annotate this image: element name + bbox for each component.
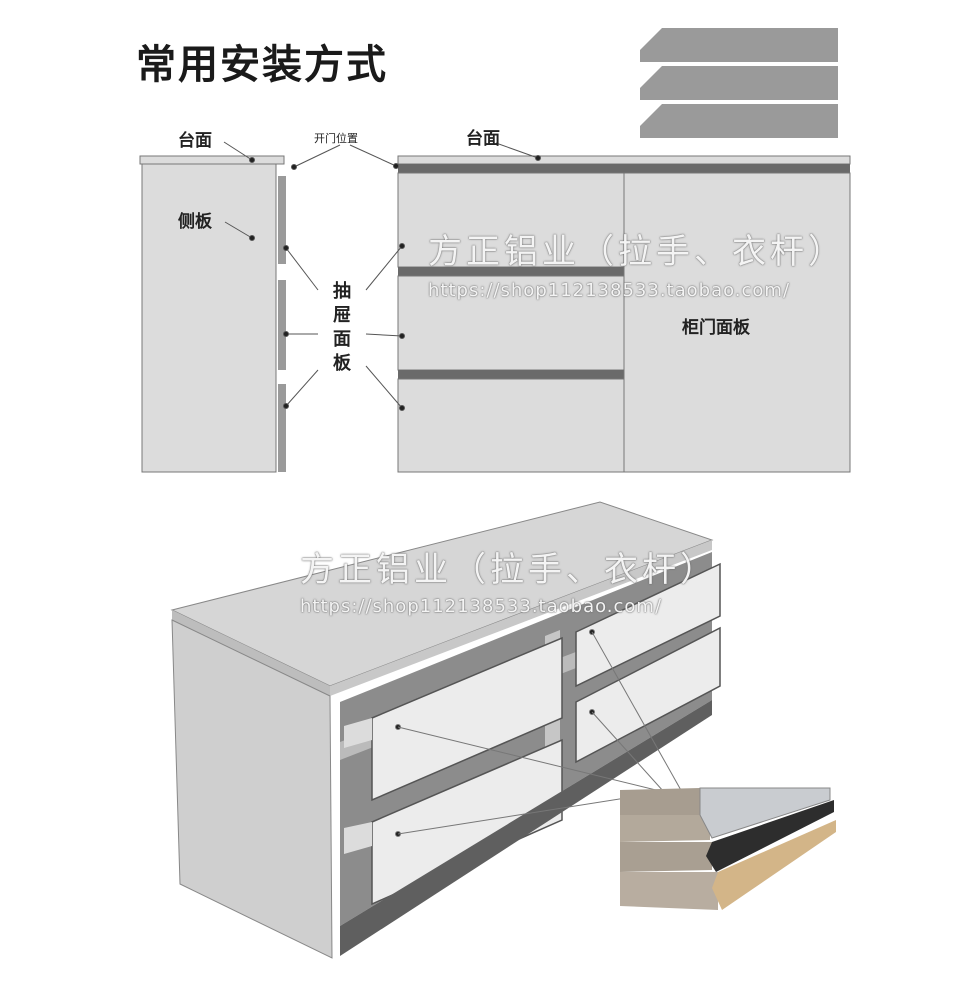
profile-sample-1 [640, 28, 838, 62]
label-countertop-left: 台面 [178, 131, 212, 151]
drawer-slide-2 [344, 822, 372, 854]
board-3 [620, 842, 712, 872]
board-4 [620, 872, 718, 910]
side-countertop [139, 155, 285, 165]
drawer-profile-2 [278, 280, 286, 370]
watermark-url-bottom: https://shop112138533.taobao.com/ [300, 596, 663, 617]
front-countertop [397, 155, 851, 165]
cabinet-top-edge [172, 610, 330, 696]
side-view-cabinet [139, 155, 286, 473]
leader-lines-3d [395, 629, 683, 837]
side-panel [141, 163, 277, 473]
drawer-3d-1 [371, 636, 563, 802]
cabinet-3d [170, 501, 721, 959]
cabinet-top-front-edge [330, 540, 712, 696]
watermark-name-bottom: 方正铝业（拉手、衣杆） [300, 550, 718, 590]
page-title: 常用安装方式 [136, 42, 388, 88]
front-view-cabinet [397, 155, 851, 473]
drawer-profile-3 [278, 384, 286, 472]
cabinet-side [171, 619, 333, 959]
drawer-3d-3 [575, 562, 721, 688]
drawer-slide-1 [344, 718, 372, 748]
label-cabinet-door-panel: 柜门面板 [682, 318, 750, 338]
profile-silver [699, 787, 831, 839]
label-countertop-right: 台面 [466, 129, 500, 149]
leader-lines [223, 141, 541, 411]
board-1 [620, 788, 700, 815]
profile-black [706, 800, 834, 872]
label-door-open-position: 开门位置 [314, 132, 358, 145]
drawer-3d-2 [371, 738, 563, 906]
watermark-name-top: 方正铝业（拉手、衣杆） [428, 232, 846, 272]
drawer-strip-1 [398, 267, 624, 276]
drawer-profile-1 [278, 176, 286, 264]
cabinet-door [623, 172, 851, 473]
label-drawer-panel: 抽屉面板 [333, 281, 351, 374]
profile-photo [620, 787, 836, 910]
profile-samples [640, 28, 838, 138]
profile-sample-3 [640, 104, 838, 138]
drawer-strip-2 [398, 370, 624, 379]
label-side-panel: 侧板 [178, 212, 212, 232]
profile-sample-2 [640, 66, 838, 100]
watermark-url-top: https://shop112138533.taobao.com/ [428, 280, 791, 301]
drawer-3d-4 [575, 626, 721, 764]
profile-gold [712, 820, 836, 910]
drawer-front-3 [397, 378, 625, 473]
top-handle-strip [398, 164, 850, 173]
cabinet-base [340, 700, 712, 956]
board-2 [620, 815, 710, 842]
